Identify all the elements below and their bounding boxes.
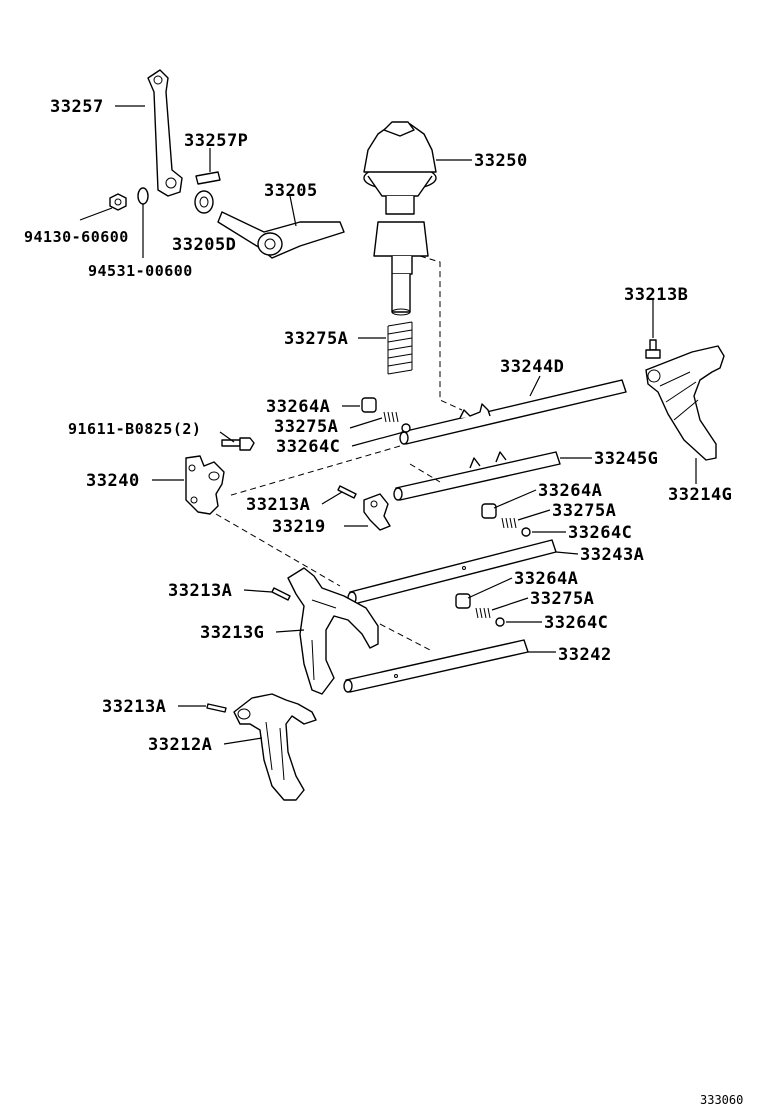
nut-part[interactable] bbox=[109, 193, 127, 211]
figure-number: 333060 bbox=[700, 1093, 743, 1107]
ball-33264C-part[interactable] bbox=[401, 423, 411, 433]
spring-33275A-part[interactable] bbox=[383, 411, 399, 423]
ball-33264C-part[interactable] bbox=[521, 527, 531, 537]
label-94531-00600[interactable]: 94531-00600 bbox=[88, 262, 193, 280]
bracket-33240-part[interactable] bbox=[185, 455, 225, 515]
leader-33275A-1 bbox=[349, 417, 383, 429]
leader-33244D bbox=[529, 375, 541, 397]
label-33250[interactable]: 33250 bbox=[474, 151, 528, 171]
pin-33213A-part[interactable] bbox=[337, 485, 357, 499]
label-94130-60600[interactable]: 94130-60600 bbox=[24, 228, 129, 246]
label-33275A-top[interactable]: 33275A bbox=[284, 329, 348, 349]
label-33213A-3[interactable]: 33213A bbox=[102, 697, 166, 717]
label-33213A-2[interactable]: 33213A bbox=[168, 581, 232, 601]
assembly-line bbox=[419, 255, 463, 411]
shift-lever-part[interactable] bbox=[147, 69, 183, 197]
selector-shaft-part[interactable] bbox=[217, 211, 345, 259]
label-33213B[interactable]: 33213B bbox=[624, 285, 688, 305]
ball-33264C-part[interactable] bbox=[495, 617, 505, 627]
spring-33275A-part[interactable] bbox=[475, 607, 491, 619]
shift-head-33219-part[interactable] bbox=[363, 493, 391, 531]
shift-rod-33242-part[interactable] bbox=[343, 639, 529, 693]
shift-fork-33212A-part[interactable] bbox=[233, 693, 317, 801]
leader-33275A-2 bbox=[517, 509, 551, 521]
label-33264C-1[interactable]: 33264C bbox=[276, 437, 340, 457]
label-33242[interactable]: 33242 bbox=[558, 645, 612, 665]
assembly-line bbox=[379, 623, 431, 651]
label-33275A-1[interactable]: 33275A bbox=[274, 417, 338, 437]
plug-33264A-part[interactable] bbox=[361, 397, 377, 413]
label-33205[interactable]: 33205 bbox=[264, 181, 318, 201]
label-33245G[interactable]: 33245G bbox=[594, 449, 658, 469]
label-33213G[interactable]: 33213G bbox=[200, 623, 264, 643]
leader-33275A-3 bbox=[491, 597, 529, 611]
shift-rod-33245G-part[interactable] bbox=[393, 451, 561, 501]
label-33264A-3[interactable]: 33264A bbox=[514, 569, 578, 589]
leader-33213G bbox=[275, 629, 305, 633]
leader-33213A-1 bbox=[321, 491, 343, 505]
assembly-line bbox=[215, 513, 341, 587]
shift-rod-33244D-part[interactable] bbox=[399, 379, 627, 445]
label-33257P[interactable]: 33257P bbox=[184, 131, 248, 151]
plug-33264A-part[interactable] bbox=[481, 503, 497, 519]
assembly-line bbox=[409, 463, 441, 483]
leader-33213A-2 bbox=[243, 589, 273, 593]
leader-33243A bbox=[555, 551, 579, 555]
shift-fork-33213G-part[interactable] bbox=[287, 567, 379, 695]
label-33214G[interactable]: 33214G bbox=[668, 485, 732, 505]
label-33275A-3[interactable]: 33275A bbox=[530, 589, 594, 609]
label-33240[interactable]: 33240 bbox=[86, 471, 140, 491]
leader-33264A-2 bbox=[493, 489, 537, 509]
spring-33275A-part[interactable] bbox=[501, 517, 517, 529]
bolt-33213B-part[interactable] bbox=[645, 339, 661, 359]
washer-33205D-part[interactable] bbox=[194, 190, 214, 214]
label-33257[interactable]: 33257 bbox=[50, 97, 104, 117]
leader-33264C-1 bbox=[351, 431, 405, 447]
label-33264C-3[interactable]: 33264C bbox=[544, 613, 608, 633]
plug-33264A-part[interactable] bbox=[455, 593, 471, 609]
leader-33264A-3 bbox=[467, 577, 513, 599]
label-33275A-2[interactable]: 33275A bbox=[552, 501, 616, 521]
leader-33212A bbox=[223, 737, 263, 745]
bolt-part[interactable] bbox=[195, 171, 221, 185]
washer-part[interactable] bbox=[137, 187, 149, 205]
leader-33205 bbox=[289, 195, 297, 227]
spring-part[interactable] bbox=[387, 321, 413, 375]
shift-fork-33214G-part[interactable] bbox=[645, 345, 725, 461]
label-33264A-1[interactable]: 33264A bbox=[266, 397, 330, 417]
leader-94130 bbox=[79, 207, 113, 221]
label-33212A[interactable]: 33212A bbox=[148, 735, 212, 755]
label-33244D[interactable]: 33244D bbox=[500, 357, 564, 377]
label-33264C-2[interactable]: 33264C bbox=[568, 523, 632, 543]
label-33205D[interactable]: 33205D bbox=[172, 235, 236, 255]
label-91611-B0825[interactable]: 91611-B0825(2) bbox=[68, 420, 201, 438]
label-33213A-1[interactable]: 33213A bbox=[246, 495, 310, 515]
shift-housing-part[interactable] bbox=[363, 121, 437, 316]
label-33264A-2[interactable]: 33264A bbox=[538, 481, 602, 501]
label-33243A[interactable]: 33243A bbox=[580, 545, 644, 565]
label-33219[interactable]: 33219 bbox=[272, 517, 326, 537]
leader-91611 bbox=[219, 431, 235, 443]
pin-33213A-part[interactable] bbox=[271, 587, 291, 601]
bolt-91611-part[interactable] bbox=[221, 437, 255, 451]
pin-33213A-part[interactable] bbox=[206, 703, 227, 713]
